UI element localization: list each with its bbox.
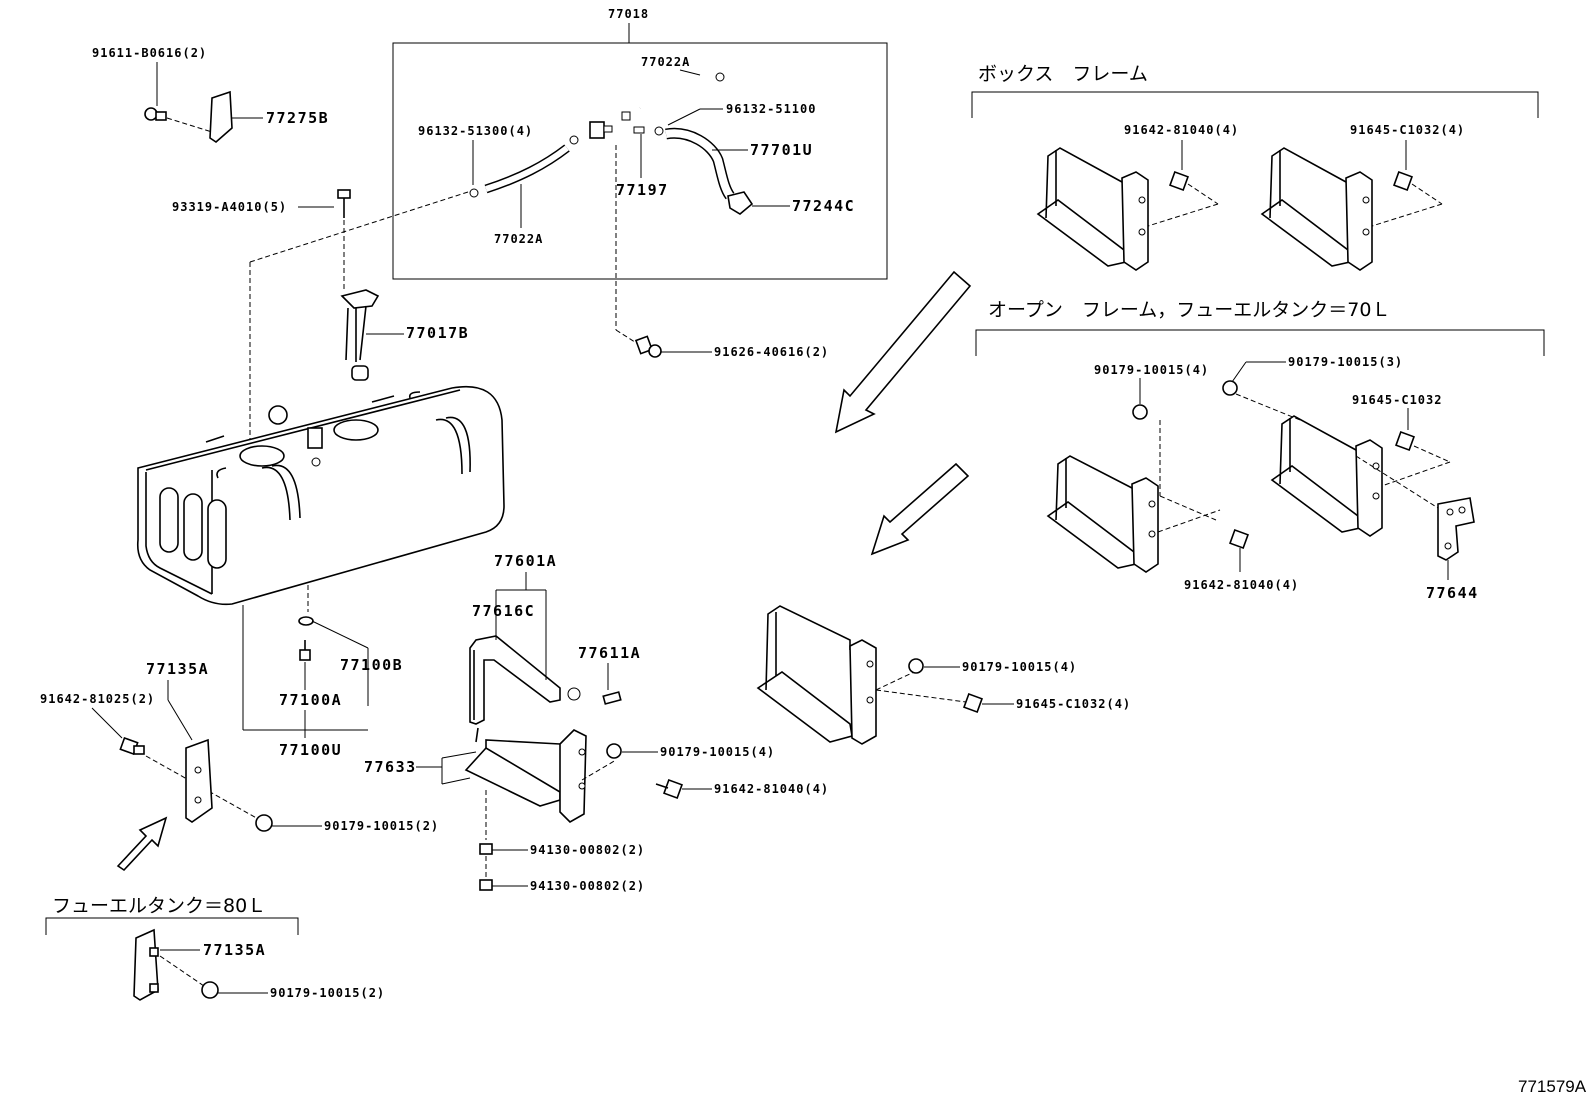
bracket-77275b <box>209 90 233 144</box>
bolt-icon <box>1395 431 1415 451</box>
nut-icon <box>1222 380 1238 396</box>
label-77644: 77644 <box>1426 584 1479 602</box>
label-77616c: 77616C <box>472 602 535 620</box>
sender-77017b <box>340 289 380 309</box>
label-77022a-bottom: 77022A <box>494 232 543 246</box>
label-90179-10015-2: 90179-10015(2) <box>324 819 439 833</box>
label-77197: 77197 <box>616 181 669 199</box>
label-90179-10015-4-mid: 90179-10015(4) <box>660 745 775 759</box>
clip-icon <box>715 72 725 82</box>
label-91645-c1032-open: 91645-C1032 <box>1352 393 1442 407</box>
label-77633: 77633 <box>364 758 417 776</box>
label-77601a: 77601A <box>494 552 557 570</box>
nut-icon <box>908 658 924 674</box>
label-93319-a4010: 93319-A4010(5) <box>172 200 287 214</box>
label-94130-00802-a: 94130-00802(2) <box>530 843 645 857</box>
bracket-77135a-group: 77135A 91642-81025(2) 90179-10015(2) <box>40 660 439 872</box>
box-frame-group: ボックス フレーム 91642-81040(4) 91645-C1032(4) <box>971 63 1539 271</box>
label-94130-00802-b: 94130-00802(2) <box>530 879 645 893</box>
label-77100a: 77100A <box>279 691 342 709</box>
group-title-box-frame: ボックス フレーム <box>978 63 1148 85</box>
fuel-tank-77100u <box>136 386 505 606</box>
label-96132-51300: 96132-51300(4) <box>418 124 533 138</box>
label-77018: 77018 <box>608 7 649 21</box>
label-90179-10015-2-80l: 90179-10015(2) <box>270 986 385 1000</box>
group-title-tank-80l: フューエルタンク＝80Ｌ <box>52 895 266 917</box>
bolt-icon <box>1169 171 1189 191</box>
vent-assembly-group: 77018 77022A 77022A 77197 77701U 96132-5 <box>392 7 888 345</box>
label-91642-81040-4-open: 91642-81040(4) <box>1184 578 1299 592</box>
label-91642-81025: 91642-81025(2) <box>40 692 155 706</box>
gasket-77100b <box>298 616 314 626</box>
frame-77633 <box>464 746 561 807</box>
pin-77611a <box>602 691 622 705</box>
nut-icon <box>1132 404 1148 420</box>
nut-icon <box>255 814 273 832</box>
bracket-77644 <box>1437 497 1475 561</box>
label-91642-81040-4-box: 91642-81040(4) <box>1124 123 1239 137</box>
label-91626-40616: 91626-40616(2) <box>714 345 829 359</box>
frame-77601a-group: 77601A 77616C 77611A 77633 90179-10015(4… <box>364 552 829 893</box>
screw-icon <box>337 189 351 199</box>
bolt-icon <box>1229 529 1249 549</box>
direction-arrow-icon <box>116 816 168 872</box>
nut-icon <box>201 981 219 999</box>
bolt-icon <box>144 107 158 121</box>
diagram-code: 771579A <box>1518 1077 1587 1096</box>
nut-icon <box>606 743 622 759</box>
bolt-91626: 91626-40616(2) <box>634 335 829 359</box>
label-91611-b0616: 91611-B0616(2) <box>92 46 207 60</box>
sender-group: 93319-A4010(5) 77017B <box>172 189 469 455</box>
drain-group: 77100B 77100A 77100U <box>242 585 403 759</box>
tank-80l-group: フューエルタンク＝80Ｌ 77135A 90179-10015(2) <box>45 895 385 1001</box>
label-77100u: 77100U <box>279 741 342 759</box>
nut-icon <box>479 843 493 855</box>
bracket-77244c <box>727 191 754 215</box>
vent-assembly-box <box>392 42 888 280</box>
nut-icon <box>479 879 493 891</box>
label-77611a: 77611A <box>578 644 641 662</box>
group-title-open-frame: オープン フレーム，フューエルタンク＝70Ｌ <box>988 299 1390 321</box>
label-90179-10015-4-right: 90179-10015(4) <box>962 660 1077 674</box>
label-77275b: 77275B <box>266 109 329 127</box>
open-frame-group: オープン フレーム，フューエルタンク＝70Ｌ 90179-10015(4) 90… <box>975 299 1545 602</box>
label-91645-c1032-4-box: 91645-C1032(4) <box>1350 123 1465 137</box>
bolt-icon <box>663 779 683 799</box>
frame-77616c <box>469 635 561 725</box>
label-77100b: 77100B <box>340 656 403 674</box>
direction-arrow-icon <box>834 270 972 434</box>
frame-right-center-group: 90179-10015(4) 91645-C1032(4) <box>756 605 1131 745</box>
valve-77197 <box>589 121 605 139</box>
label-77135a-80l: 77135A <box>203 941 266 959</box>
bolt-icon <box>963 693 983 713</box>
label-77135a: 77135A <box>146 660 209 678</box>
label-77701u: 77701U <box>750 141 813 159</box>
label-77244c: 77244C <box>792 197 855 215</box>
label-96132-51100: 96132-51100 <box>726 102 816 116</box>
bracket-77275b-group: 91611-B0616(2) 77275B <box>92 46 329 144</box>
label-91645-c1032-4-right: 91645-C1032(4) <box>1016 697 1131 711</box>
label-77017b: 77017B <box>406 324 469 342</box>
label-77022a-top: 77022A <box>641 55 690 69</box>
label-90179-10015-3-open: 90179-10015(3) <box>1288 355 1403 369</box>
plug-77100a <box>299 649 311 661</box>
label-90179-10015-4-open: 90179-10015(4) <box>1094 363 1209 377</box>
label-91642-81040-4-mid: 91642-81040(4) <box>714 782 829 796</box>
bolt-icon <box>1393 171 1413 191</box>
bracket-77135a <box>185 738 213 823</box>
direction-arrow-icon <box>870 462 970 556</box>
